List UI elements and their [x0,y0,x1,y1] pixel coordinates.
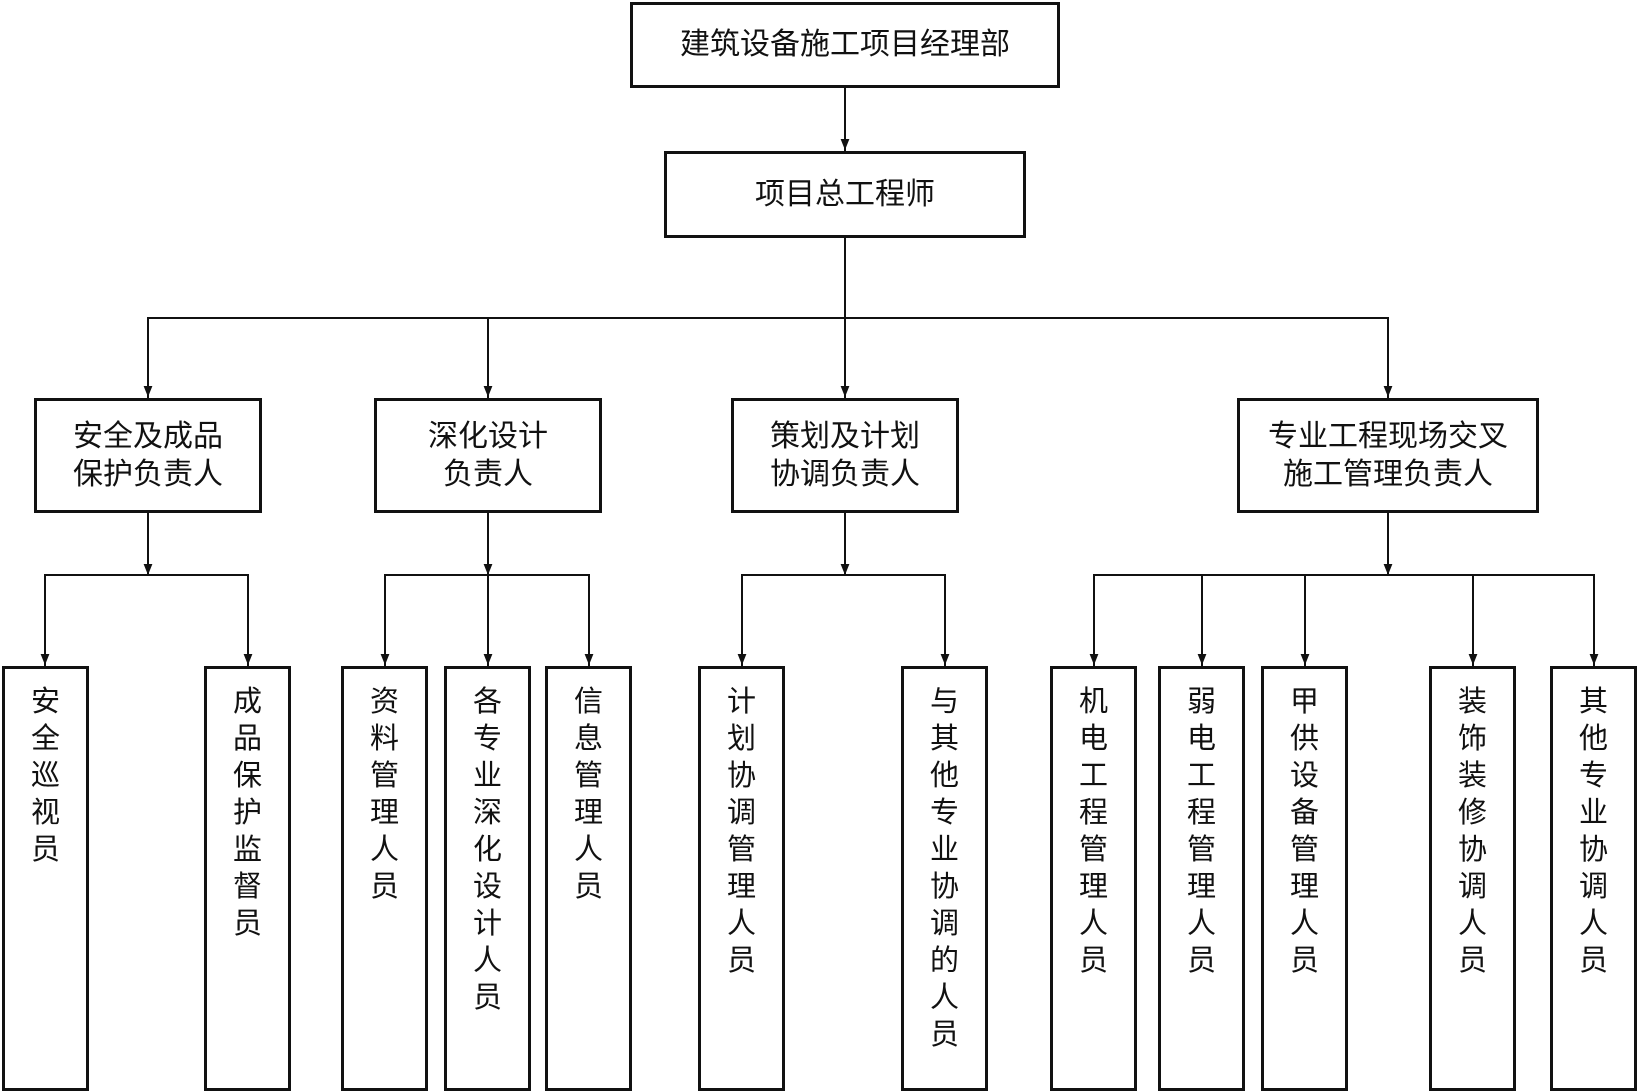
manager-node-coordination: 专业工程现场交叉 施工管理负责人 [1237,398,1539,513]
staff-node: 信息管理人员 [545,666,632,1091]
manager-node-design: 深化设计 负责人 [374,398,602,513]
manager-node-planning: 策划及计划 协调负责人 [731,398,959,513]
staff-node: 装饰装修协调人员 [1429,666,1516,1091]
staff-label: 弱电工程管理人员 [1186,684,1216,977]
staff-label: 信息管理人员 [573,684,603,903]
manager-label-line: 协调负责人 [770,456,920,492]
staff-label: 装饰装修协调人员 [1457,684,1487,977]
manager-label-line: 负责人 [443,456,533,492]
staff-label: 机电工程管理人员 [1078,684,1108,977]
staff-node: 计划协调管理人员 [698,666,785,1091]
manager-node-safety: 安全及成品 保护负责人 [34,398,262,513]
staff-label: 各专业深化设计人员 [472,684,502,1014]
staff-label: 安全巡视员 [30,684,60,866]
chief-engineer-label: 项目总工程师 [755,176,935,212]
manager-label-line: 保护负责人 [73,456,223,492]
manager-label-line: 策划及计划 [770,418,920,454]
staff-label: 计划协调管理人员 [726,684,756,977]
manager-label-line: 施工管理负责人 [1283,456,1493,492]
staff-node: 资料管理人员 [341,666,428,1091]
staff-node: 成品保护监督员 [204,666,291,1091]
staff-node: 弱电工程管理人员 [1158,666,1245,1091]
staff-node: 安全巡视员 [2,666,89,1091]
staff-node: 与其他专业协调的人员 [901,666,988,1091]
staff-node: 机电工程管理人员 [1050,666,1137,1091]
staff-label: 其他专业协调人员 [1578,684,1608,977]
staff-label: 甲供设备管理人员 [1289,684,1319,977]
root-label: 建筑设备施工项目经理部 [680,27,1010,62]
staff-node: 其他专业协调人员 [1550,666,1637,1091]
manager-label-line: 专业工程现场交叉 [1268,418,1508,454]
staff-label: 与其他专业协调的人员 [929,684,959,1051]
manager-label-line: 深化设计 [428,418,548,454]
staff-label: 成品保护监督员 [232,684,262,940]
manager-label-line: 安全及成品 [73,418,223,454]
root-node: 建筑设备施工项目经理部 [630,2,1060,88]
staff-label: 资料管理人员 [369,684,399,903]
staff-node: 各专业深化设计人员 [444,666,531,1091]
chief-engineer-node: 项目总工程师 [664,151,1026,238]
staff-node: 甲供设备管理人员 [1261,666,1348,1091]
